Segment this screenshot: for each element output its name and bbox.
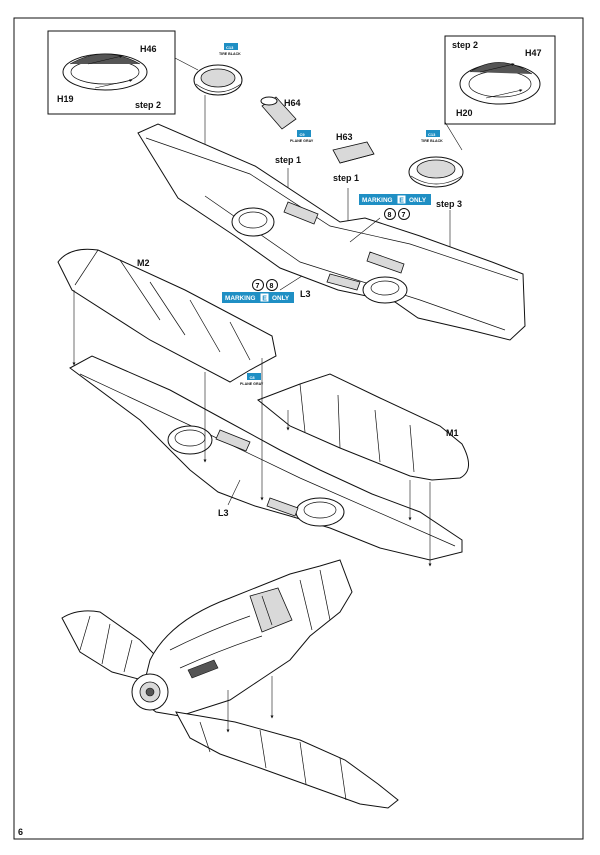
part-lower-wing-upper [137, 123, 526, 341]
label-m2: M2 [137, 258, 150, 268]
svg-text:ONLY: ONLY [272, 295, 290, 302]
svg-text:7: 7 [402, 212, 406, 219]
marking-e-only-right: MARKING E ONLY [359, 194, 431, 205]
svg-text:8: 8 [270, 283, 274, 290]
svg-text:PLANE GRAY: PLANE GRAY [290, 139, 314, 143]
callout-c8: C8 PLANE GRAY [240, 373, 264, 386]
svg-text:C9: C9 [300, 132, 306, 137]
label-h46: H46 [140, 44, 157, 54]
svg-text:TIRE BLACK: TIRE BLACK [219, 52, 241, 56]
page-number: 6 [18, 827, 23, 837]
svg-text:MARKING: MARKING [225, 295, 256, 302]
svg-text:TIRE BLACK: TIRE BLACK [421, 139, 443, 143]
label-h19: H19 [57, 94, 74, 104]
label-h63: H63 [336, 132, 353, 142]
svg-text:8: 8 [388, 212, 392, 219]
svg-text:MARKING: MARKING [362, 197, 393, 204]
inset-left: H46 H19 step 2 [47, 30, 176, 115]
label-h20: H20 [456, 108, 473, 118]
svg-text:E: E [399, 197, 404, 204]
part-aircraft-fuselage [61, 559, 399, 809]
callout-c13-right: C13 TIRE BLACK [421, 130, 443, 143]
svg-text:C8: C8 [250, 375, 256, 380]
label-step2-left: step 2 [135, 100, 161, 110]
callout-c13-left: C13 TIRE BLACK [219, 43, 241, 56]
label-l3-top: L3 [300, 289, 311, 299]
svg-text:7: 7 [256, 283, 260, 290]
svg-text:E: E [262, 295, 267, 302]
callout-c9: C9 PLANE GRAY [290, 130, 314, 143]
page-frame [13, 17, 584, 840]
part-wheel-well-right [408, 156, 464, 188]
part-lower-wing-middle [69, 355, 463, 561]
inset-right: step 2 H47 H20 [444, 35, 556, 125]
label-l3-middle: L3 [218, 508, 229, 518]
label-step1-b: step 1 [333, 173, 359, 183]
marking-e-only-left: MARKING E ONLY [222, 292, 294, 303]
part-wheel-well-left [193, 64, 243, 96]
svg-text:C13: C13 [226, 45, 234, 50]
label-h64: H64 [284, 98, 301, 108]
symbols-left: 7 8 [252, 279, 278, 291]
part-m2-wing: M2 [57, 248, 277, 383]
label-m1: M1 [446, 428, 459, 438]
svg-text:ONLY: ONLY [409, 197, 427, 204]
svg-text:C13: C13 [428, 132, 436, 137]
part-m1-wing: M1 [257, 373, 469, 481]
part-h63: H63 [332, 132, 375, 164]
label-h47: H47 [525, 48, 542, 58]
label-step3: step 3 [436, 199, 462, 209]
label-step1-a: step 1 [275, 155, 301, 165]
symbols-right: 8 7 [384, 208, 410, 220]
label-step2-right: step 2 [452, 40, 478, 50]
svg-text:PLANE GRAY: PLANE GRAY [240, 382, 264, 386]
part-h64: H64 [260, 96, 301, 130]
